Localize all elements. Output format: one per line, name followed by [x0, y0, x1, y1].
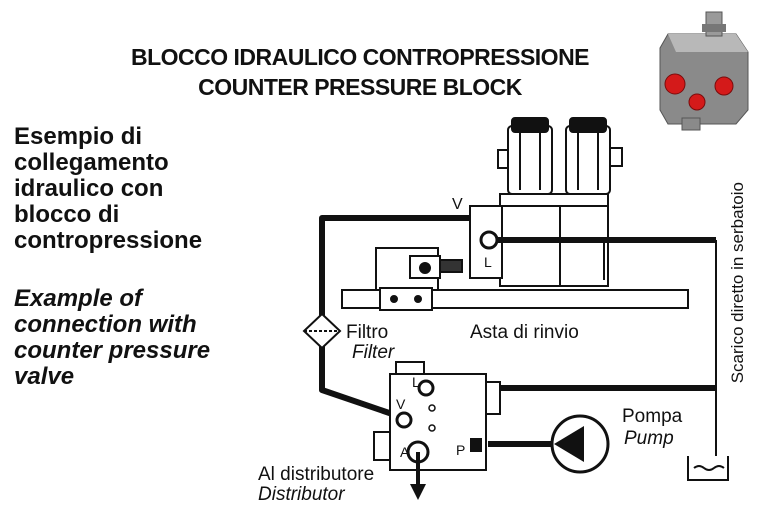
block-hole — [428, 404, 436, 412]
label-asta: Asta di rinvio — [470, 322, 579, 343]
desc-it-line: contropressione — [14, 227, 203, 254]
label-filtro: Filtro — [346, 322, 389, 343]
port-l-valve — [479, 230, 499, 250]
solenoid-valve-right — [565, 117, 623, 195]
label-v-block: V — [396, 396, 406, 412]
label-distributore: Al distributore — [258, 464, 375, 485]
title-english: COUNTER PRESSURE BLOCK — [198, 74, 522, 100]
label-pump: Pump — [624, 428, 674, 449]
block-hole — [428, 424, 436, 432]
desc-en-line: connection with — [14, 311, 197, 338]
label-a: A — [400, 444, 410, 460]
title-italian: BLOCCO IDRAULICO CONTROPRESSIONE — [130, 44, 590, 70]
desc-it-line: idraulico con — [14, 175, 164, 202]
label-v-top: V — [452, 196, 463, 213]
label-pompa: Pompa — [622, 406, 683, 427]
port-p-block — [470, 438, 482, 452]
port-v-block — [395, 411, 413, 429]
label-l-block: L — [412, 374, 420, 390]
desc-it-line: Esempio di — [14, 123, 143, 150]
desc-it-line: collegamento — [14, 149, 169, 176]
description-italian: Esempio di collegamento idraulico con bl… — [14, 124, 314, 254]
label-scarico: Scarico diretto in serbatoio — [728, 182, 747, 384]
distributor-arrow — [410, 452, 426, 500]
desc-en-line: valve — [14, 363, 75, 390]
label-distributor: Distributor — [258, 484, 345, 505]
desc-en-line: Example of — [14, 285, 143, 312]
pump-symbol — [550, 414, 610, 474]
label-p: P — [456, 442, 466, 458]
label-filter: Filter — [352, 342, 395, 363]
solenoid-valve-left — [497, 117, 553, 195]
label-l-top: L — [484, 254, 492, 270]
tank-symbol — [687, 456, 729, 481]
desc-it-line: blocco di — [14, 201, 120, 228]
desc-en-line: counter pressure — [14, 337, 211, 364]
return-rod — [341, 287, 689, 311]
counter-pressure-block-photo — [659, 11, 749, 131]
port-l-block — [417, 379, 435, 397]
pipes — [319, 215, 716, 447]
filter-symbol — [302, 312, 342, 350]
description-english: Example of connection with counter press… — [14, 286, 314, 390]
counter-pressure-block — [373, 361, 501, 471]
